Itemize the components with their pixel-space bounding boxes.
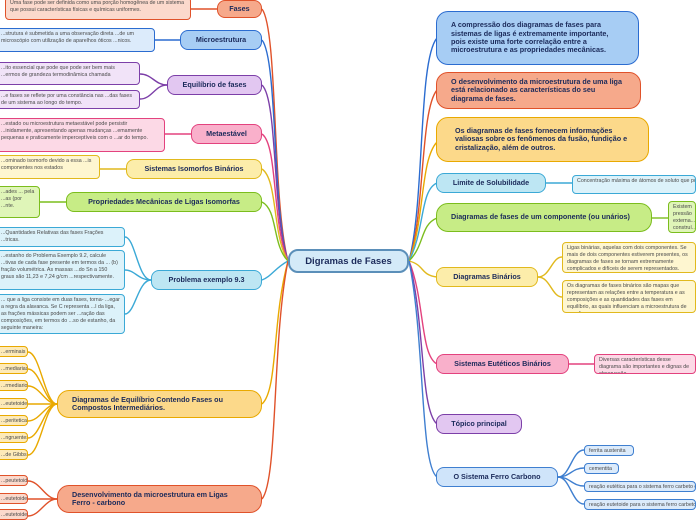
topic-isomorphous-systems[interactable]: Sistemas Isomorfos Binários — [126, 159, 262, 179]
connector — [139, 84, 168, 100]
connector — [27, 351, 58, 405]
iron-carbon-dev-item[interactable]: ...peutetoides — [0, 475, 28, 486]
iron-carbon-item[interactable]: ferrita austenita — [584, 445, 634, 456]
iron-carbon-dev-item[interactable]: ...eutetoide — [0, 493, 28, 504]
connector — [27, 498, 58, 517]
connector — [139, 73, 168, 86]
connector — [261, 260, 289, 281]
topic-iron-carbon[interactable]: O Sistema Ferro Carbono — [436, 467, 558, 487]
iron-carbon-item[interactable]: cementita — [584, 463, 619, 474]
connector — [124, 236, 152, 281]
connector — [408, 260, 438, 478]
connector — [408, 260, 438, 278]
connector — [408, 217, 438, 262]
connector — [408, 37, 438, 262]
note-solubility-limit[interactable]: Concentração máxima de átomos de soluto … — [572, 175, 696, 194]
topic-intermediate-phases[interactable]: Diagramas de Equilíbrio Contendo Fases o… — [57, 390, 262, 418]
note-eutectic-features[interactable]: Diversas características desse diagrama … — [594, 354, 696, 374]
topic-unary-diagrams[interactable]: Diagramas de fases de um componente (ou … — [436, 203, 652, 232]
connector — [261, 260, 289, 500]
connector — [537, 256, 563, 278]
connector — [124, 269, 152, 281]
note-example-c[interactable]: ... que a liga consiste em duas fases, t… — [0, 294, 125, 334]
topic-correlation-microstructure[interactable]: A compressão dos diagramas de fases para… — [436, 11, 639, 65]
topic-mechanical-properties[interactable]: Propriedades Mecânicas de Ligas Isomorfa… — [66, 192, 262, 212]
connector — [124, 279, 152, 315]
connector — [408, 141, 438, 262]
topic-microstructure[interactable]: Microestrutura — [180, 30, 262, 50]
topic-binary-eutectic[interactable]: Sistemas Eutéticos Binários — [436, 354, 569, 374]
note-binary-maps[interactable]: Os diagramas de fases binários são mapas… — [562, 280, 696, 313]
connector — [27, 403, 58, 456]
connector — [261, 84, 289, 262]
note-equilibrium-b[interactable]: ...e fases se reflete por uma constância… — [0, 90, 140, 109]
connector — [261, 133, 289, 262]
intermediate-item[interactable]: ...rmediario — [0, 380, 28, 391]
connector — [261, 168, 289, 262]
intermediate-item[interactable]: ...eutetoide — [0, 398, 28, 409]
topic-phase-diagram-info[interactable]: Os diagramas de fases fornecem informaçõ… — [436, 117, 649, 162]
note-unary[interactable]: Existem pressão externa... construí... s… — [668, 201, 696, 233]
note-binary-alloys[interactable]: Ligas binárias, aquelas com dois compone… — [562, 242, 696, 273]
connector — [537, 276, 563, 298]
connector — [261, 260, 289, 405]
connector — [408, 89, 438, 262]
intermediate-item[interactable]: ...mediarias — [0, 363, 28, 374]
connector — [408, 182, 438, 262]
central-topic[interactable]: Digramas de Fases — [288, 249, 409, 273]
note-mechanical[interactable]: ...ades ... pela ...as (por ...nte. — [0, 186, 40, 218]
connector — [408, 260, 438, 425]
topic-phases[interactable]: Fases — [217, 0, 262, 18]
connector — [27, 403, 58, 439]
topic-binary-diagrams[interactable]: Diagramas Binários — [436, 267, 538, 287]
topic-solubility-limit[interactable]: Limite de Solubilidade — [436, 173, 546, 193]
note-equilibrium-a[interactable]: ...ito essencial que pode que pode ser b… — [0, 62, 140, 85]
iron-carbon-dev-item[interactable]: ...eutetoide — [0, 509, 28, 520]
topic-microstructure-development[interactable]: O desenvolvimento da microestrutura de u… — [436, 72, 641, 109]
intermediate-item[interactable]: ...ngruentes — [0, 432, 28, 443]
note-isomorphous[interactable]: ...ominado isomorfo devido a essa ...is … — [0, 155, 100, 179]
note-metastable[interactable]: ...estado ou microestrutura metaestável … — [0, 118, 165, 152]
topic-example-problem[interactable]: Problema exemplo 9.3 — [151, 270, 262, 290]
connector — [27, 480, 58, 500]
connector — [408, 260, 438, 365]
connector — [261, 201, 289, 262]
note-example-b[interactable]: ...estanho do Problema Exemplo 9.2, calc… — [0, 250, 125, 290]
intermediate-item[interactable]: ...de Gibbs — [0, 449, 28, 460]
note-example-a[interactable]: ...Quantidades Relativas das fases Fraçõ… — [0, 227, 125, 247]
connector — [557, 476, 585, 505]
intermediate-item[interactable]: ...peritetica — [0, 415, 28, 426]
intermediate-item[interactable]: ...erminais — [0, 346, 28, 357]
iron-carbon-item[interactable]: reação eutetoide para o sistema ferro ca… — [584, 499, 696, 510]
topic-iron-carbon-microstructure[interactable]: Desenvolvimento da microestrutura em Lig… — [57, 485, 262, 513]
topic-metastable[interactable]: Metaestável — [191, 124, 262, 144]
topic-main[interactable]: Tópico principal — [436, 414, 522, 434]
note-microstructure[interactable]: ...strutura é submetida a uma observação… — [0, 28, 155, 52]
topic-phase-equilibrium[interactable]: Equilíbrio de fases — [167, 75, 262, 95]
iron-carbon-item[interactable]: reação eutética para o sistema ferro car… — [584, 481, 696, 492]
note-phases[interactable]: Uma fase pode ser definida como uma porç… — [5, 0, 191, 20]
